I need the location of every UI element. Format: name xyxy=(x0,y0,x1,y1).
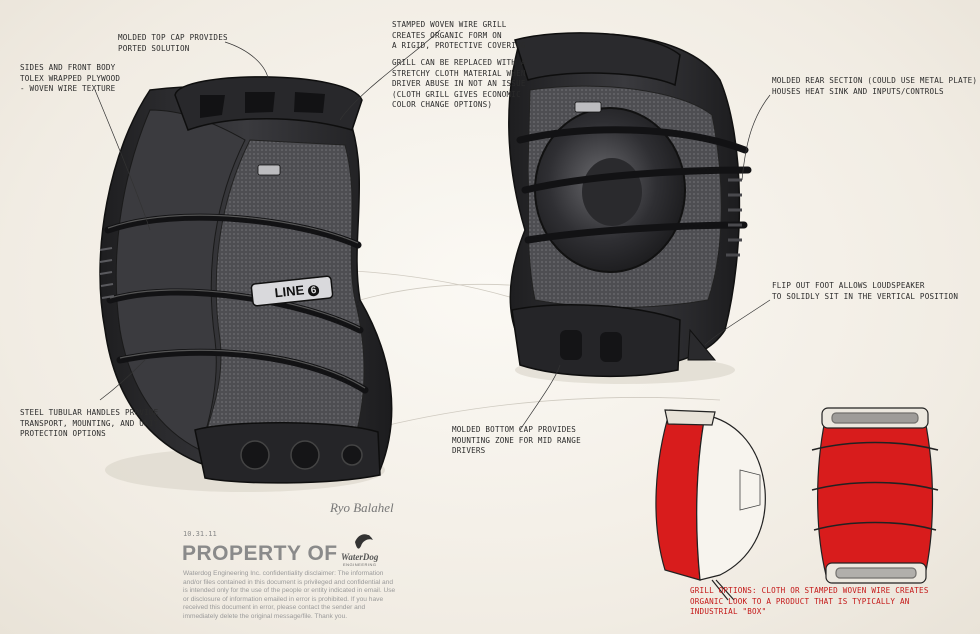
leader-lines xyxy=(94,29,771,431)
annotation-handles: STEEL TUBULAR HANDLES PROVIDE TRANSPORT,… xyxy=(20,408,159,438)
speaker-front-view xyxy=(99,76,393,492)
annotation-flip-foot: FLIP OUT FOOT ALLOWS LOUDSPEAKER TO SOLI… xyxy=(772,281,959,301)
speaker-three-quarter-view xyxy=(508,32,752,384)
annotation-sides: SIDES AND FRONT BODY TOLEX WRAPPED PLYWO… xyxy=(20,63,121,93)
red-sketch-front-view xyxy=(811,407,939,584)
property-of-heading: PROPERTY OF xyxy=(182,542,338,565)
annotation-grill-cloth: GRILL CAN BE REPLACED WITH A STRETCHY CL… xyxy=(392,58,526,109)
confidentiality-disclaimer: Waterdog Engineering Inc. confidentialit… xyxy=(183,570,396,620)
sketch-date: 10.31.11 xyxy=(183,530,217,538)
company-name: WaterDog xyxy=(341,552,379,562)
annotation-rear-section: MOLDED REAR SECTION (COULD USE METAL PLA… xyxy=(772,76,978,96)
side-ribs xyxy=(99,247,115,299)
annotation-grill-stamped: STAMPED WOVEN WIRE GRILL CREATES ORGANIC… xyxy=(392,20,526,50)
annotation-bottom-cap: MOLDED BOTTOM CAP PROVIDES MOUNTING ZONE… xyxy=(452,425,581,455)
red-sketch-side-view xyxy=(655,409,766,601)
logo-text: LINE xyxy=(273,282,305,301)
designer-signature: Ryo Balahel xyxy=(330,500,394,515)
waterdog-logo-icon xyxy=(355,534,373,549)
annotation-top-cap: MOLDED TOP CAP PROVIDES PORTED SOLUTION xyxy=(118,33,228,53)
annotation-grill-options: GRILL OPTIONS: CLOTH OR STAMPED WOVEN WI… xyxy=(690,586,929,616)
logo-mark: 6 xyxy=(307,284,321,297)
company-subtitle: ENGINEERING xyxy=(343,562,377,567)
